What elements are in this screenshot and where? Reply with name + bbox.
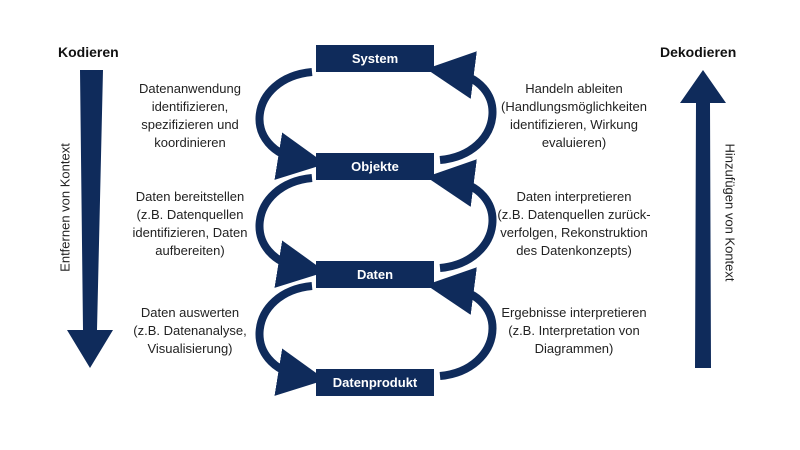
left-step-2-line: (z.B. Datenquellen [136, 207, 244, 222]
left-step-2-line: Daten bereitstellen [135, 189, 245, 204]
right-step-2-line: Daten interpretieren [516, 189, 632, 204]
left-step-3-line: Daten auswerten [140, 305, 240, 320]
left-step-1-line: spezifizieren und [141, 117, 239, 132]
daten-box: Daten [316, 261, 434, 288]
left-curve-daten-datenprodukt [255, 282, 326, 396]
right-step-3-line: Ergebnisse interpretieren [501, 305, 647, 320]
left-step-2: Daten bereitstellen (z.B. Datenquellen i… [100, 188, 280, 260]
datenprodukt-box: Datenprodukt [316, 369, 434, 396]
right-curve-datenprodukt-daten [426, 267, 497, 380]
left-step-1-line: identifizieren, [151, 99, 229, 114]
right-step-2: Daten interpretieren (z.B. Datenquellen … [484, 188, 664, 260]
left-step-2-line: aufbereiten) [155, 243, 225, 258]
left-step-1-line: Datenanwendung [139, 81, 241, 96]
left-step-3: Daten auswerten (z.B. Datenanalyse, Visu… [100, 304, 280, 358]
right-step-1-line: identifizieren, Wirkung [510, 117, 638, 132]
decode-title: Dekodieren [660, 44, 737, 60]
right-step-2-line: (z.B. Datenquellen zurück- [497, 207, 651, 222]
encode-axis-label: Entfernen von Kontext [57, 143, 73, 272]
left-step-2-line: identifizieren, Daten [132, 225, 248, 240]
encode-title: Kodieren [58, 44, 119, 60]
left-curve-objekte-daten [255, 174, 326, 288]
left-step-1-line: koordinieren [154, 135, 226, 150]
right-step-3-line: (z.B. Interpretation von [508, 323, 640, 338]
encode-down-arrow [67, 70, 113, 368]
right-step-1-line: (Handlungsmöglichkeiten [501, 99, 647, 114]
right-step-2-line: des Datenkonzepts) [516, 243, 632, 258]
right-step-3-line: Diagrammen) [534, 341, 614, 356]
right-curve-objekte-system [426, 51, 497, 164]
left-step-3-line: Visualisierung) [147, 341, 233, 356]
objekte-box: Objekte [316, 153, 434, 180]
left-step-3-line: (z.B. Datenanalyse, [133, 323, 247, 338]
right-curve-daten-objekte [426, 159, 497, 272]
right-step-1-line: evaluieren) [541, 135, 607, 150]
decode-axis-label: Hinzufügen von Kontext [722, 143, 738, 282]
right-step-1-line: Handeln ableiten [525, 81, 623, 96]
right-step-1: Handeln ableiten (Handlungsmöglichkeiten… [484, 80, 664, 152]
left-step-1: Datenanwendung identifizieren, spezifizi… [100, 80, 280, 152]
right-step-3: Ergebnisse interpretieren (z.B. Interpre… [484, 304, 664, 358]
system-box: System [316, 45, 434, 72]
left-curve-system-objekte [255, 68, 326, 180]
right-step-2-line: verfolgen, Rekonstruktion [500, 225, 648, 240]
decode-up-arrow [680, 70, 726, 368]
